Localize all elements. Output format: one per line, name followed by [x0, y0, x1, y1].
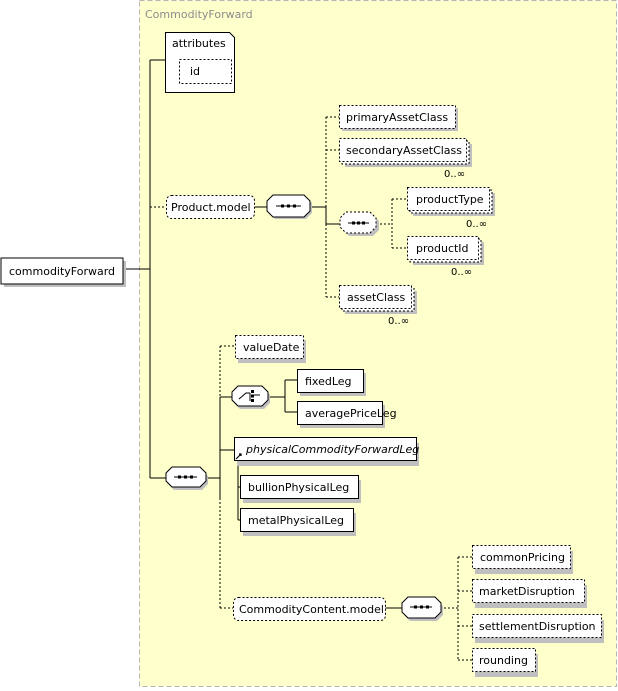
average-price-leg-element[interactable]: averagePriceLeg	[297, 401, 397, 429]
fixed-leg-label: fixedLeg	[305, 375, 352, 388]
product-type-cardinality: 0..∞	[466, 219, 487, 230]
product-model-group[interactable]: Product.model	[166, 195, 255, 219]
average-price-leg-label: averagePriceLeg	[305, 407, 397, 420]
connectors	[123, 59, 403, 609]
product-model-label: Product.model	[171, 201, 251, 214]
rounding-label: rounding	[479, 654, 528, 667]
optional-connectors	[150, 116, 472, 661]
commodity-content-model-label: CommodityContent.model	[239, 603, 384, 616]
settlement-disruption-label: settlementDisruption	[479, 620, 596, 633]
secondary-asset-class-label: secondaryAssetClass	[346, 144, 462, 157]
secondary-asset-class-cardinality: 0..∞	[444, 169, 465, 180]
bullion-physical-leg-element[interactable]: bullionPhysicalLeg	[240, 475, 362, 504]
asset-class-label: assetClass	[347, 291, 405, 304]
physical-commodity-forward-leg-element[interactable]: physicalCommodityForwardLeg	[234, 437, 420, 467]
group-label: CommodityForward	[145, 8, 253, 21]
market-disruption-label: marketDisruption	[479, 585, 575, 598]
common-pricing-label: commonPricing	[480, 551, 565, 564]
sequence-compositor-product-type	[339, 211, 379, 236]
attributes-label: attributes	[172, 37, 226, 50]
bullion-physical-leg-label: bullionPhysicalLeg	[248, 481, 349, 494]
id-attribute[interactable]	[179, 59, 232, 84]
sequence-compositor-product	[266, 194, 312, 219]
sequence-compositor-main	[165, 466, 208, 490]
product-id-label: productId	[416, 242, 469, 255]
primary-asset-class-label: primaryAssetClass	[346, 111, 448, 124]
abstract-arrow-icon	[235, 453, 242, 460]
asset-class-cardinality: 0..∞	[388, 316, 409, 327]
rounding-element[interactable]: rounding	[472, 648, 539, 678]
product-id-element[interactable]: productId	[407, 236, 485, 266]
sequence-compositor-content	[401, 596, 443, 621]
root-element-label: commodityForward	[9, 265, 115, 278]
product-id-cardinality: 0..∞	[451, 267, 472, 278]
value-date-label: valueDate	[243, 341, 300, 354]
product-type-element[interactable]: productType	[407, 187, 496, 217]
settlement-disruption-element[interactable]: settlementDisruption	[472, 614, 605, 644]
value-date-element[interactable]: valueDate	[235, 335, 307, 364]
attributes-box[interactable]: attributes id	[165, 32, 235, 93]
physical-commodity-forward-leg-label: physicalCommodityForwardLeg	[245, 443, 419, 456]
common-pricing-element[interactable]: commonPricing	[472, 545, 574, 575]
metal-physical-leg-label: metalPhysicalLeg	[248, 514, 344, 527]
primary-asset-class-element[interactable]: primaryAssetClass	[339, 105, 459, 132]
secondary-asset-class-element[interactable]: secondaryAssetClass	[339, 138, 473, 168]
metal-physical-leg-element[interactable]: metalPhysicalLeg	[240, 508, 357, 537]
product-type-label: productType	[416, 193, 484, 206]
commodity-content-model-group[interactable]: CommodityContent.model	[233, 597, 386, 621]
choice-compositor	[231, 385, 270, 409]
asset-class-element[interactable]: assetClass	[339, 285, 418, 315]
root-element[interactable]: commodityForward	[0, 257, 126, 287]
fixed-leg-element[interactable]: fixedLeg	[297, 369, 367, 397]
id-attribute-label: id	[190, 65, 200, 78]
market-disruption-element[interactable]: marketDisruption	[472, 579, 588, 609]
